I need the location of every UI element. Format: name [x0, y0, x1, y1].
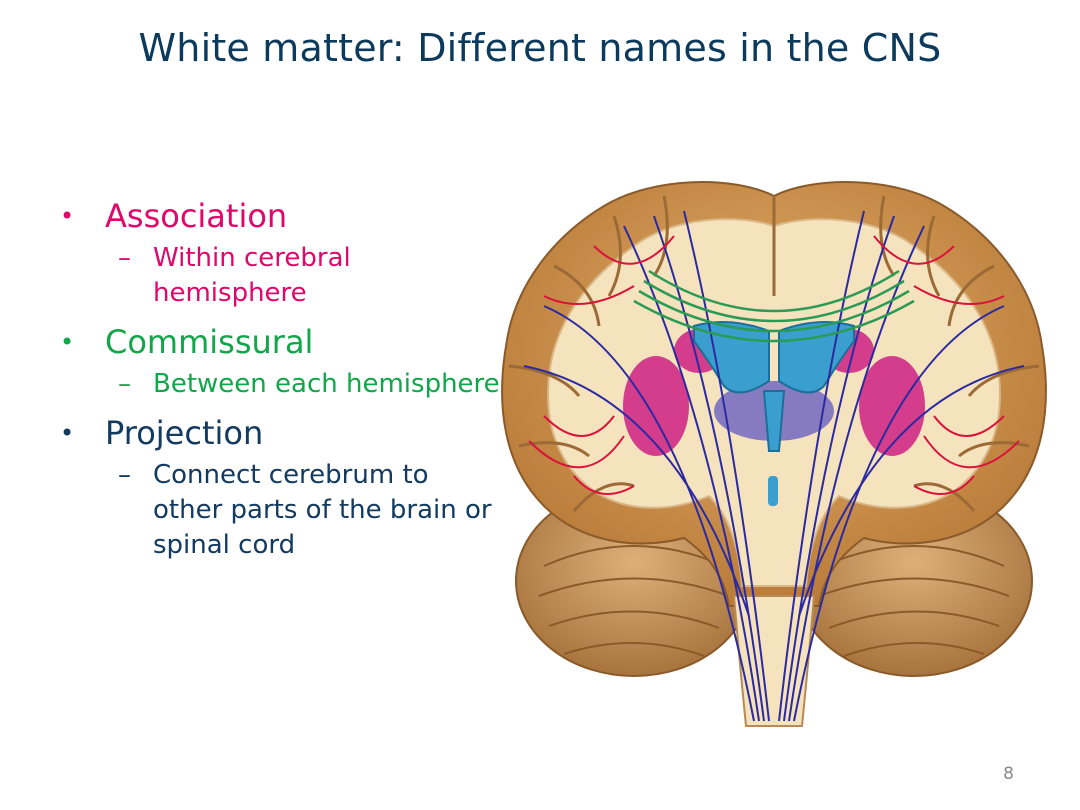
bullet-label-commissural: Commissural	[105, 323, 314, 361]
brain-illustration-icon	[501, 181, 1047, 727]
bullet-item-projection: • Projection – Connect cerebrum to other…	[60, 410, 500, 563]
bullet-dot-icon: •	[60, 202, 75, 230]
bullet-dot-icon: •	[60, 328, 75, 356]
bullet-label-association: Association	[105, 197, 288, 235]
bullet-detail-projection: Connect cerebrum to other parts of the b…	[153, 460, 492, 560]
page-number: 8	[1003, 764, 1014, 784]
dash-icon: –	[118, 243, 131, 273]
projection-fibers	[523, 210, 1025, 722]
bullet-item-commissural: • Commissural – Between each hemisphere	[60, 319, 500, 402]
bullet-detail-commissural: Between each hemisphere	[153, 369, 500, 399]
commissural-fibers	[633, 269, 915, 343]
dash-icon: –	[118, 460, 131, 490]
bullet-item-association: • Association – Within cerebral hemisphe…	[60, 193, 500, 311]
bullet-dot-icon: •	[60, 419, 75, 447]
bullet-list: • Association – Within cerebral hemisphe…	[60, 193, 500, 571]
bullet-detail-association: Within cerebral hemisphere	[153, 243, 351, 308]
brain-coronal-section-figure	[484, 166, 1064, 736]
dash-icon: –	[118, 369, 131, 399]
association-fibers	[528, 235, 1020, 495]
slide-title: White matter: Different names in the CNS	[138, 26, 942, 70]
bullet-label-projection: Projection	[105, 414, 264, 452]
